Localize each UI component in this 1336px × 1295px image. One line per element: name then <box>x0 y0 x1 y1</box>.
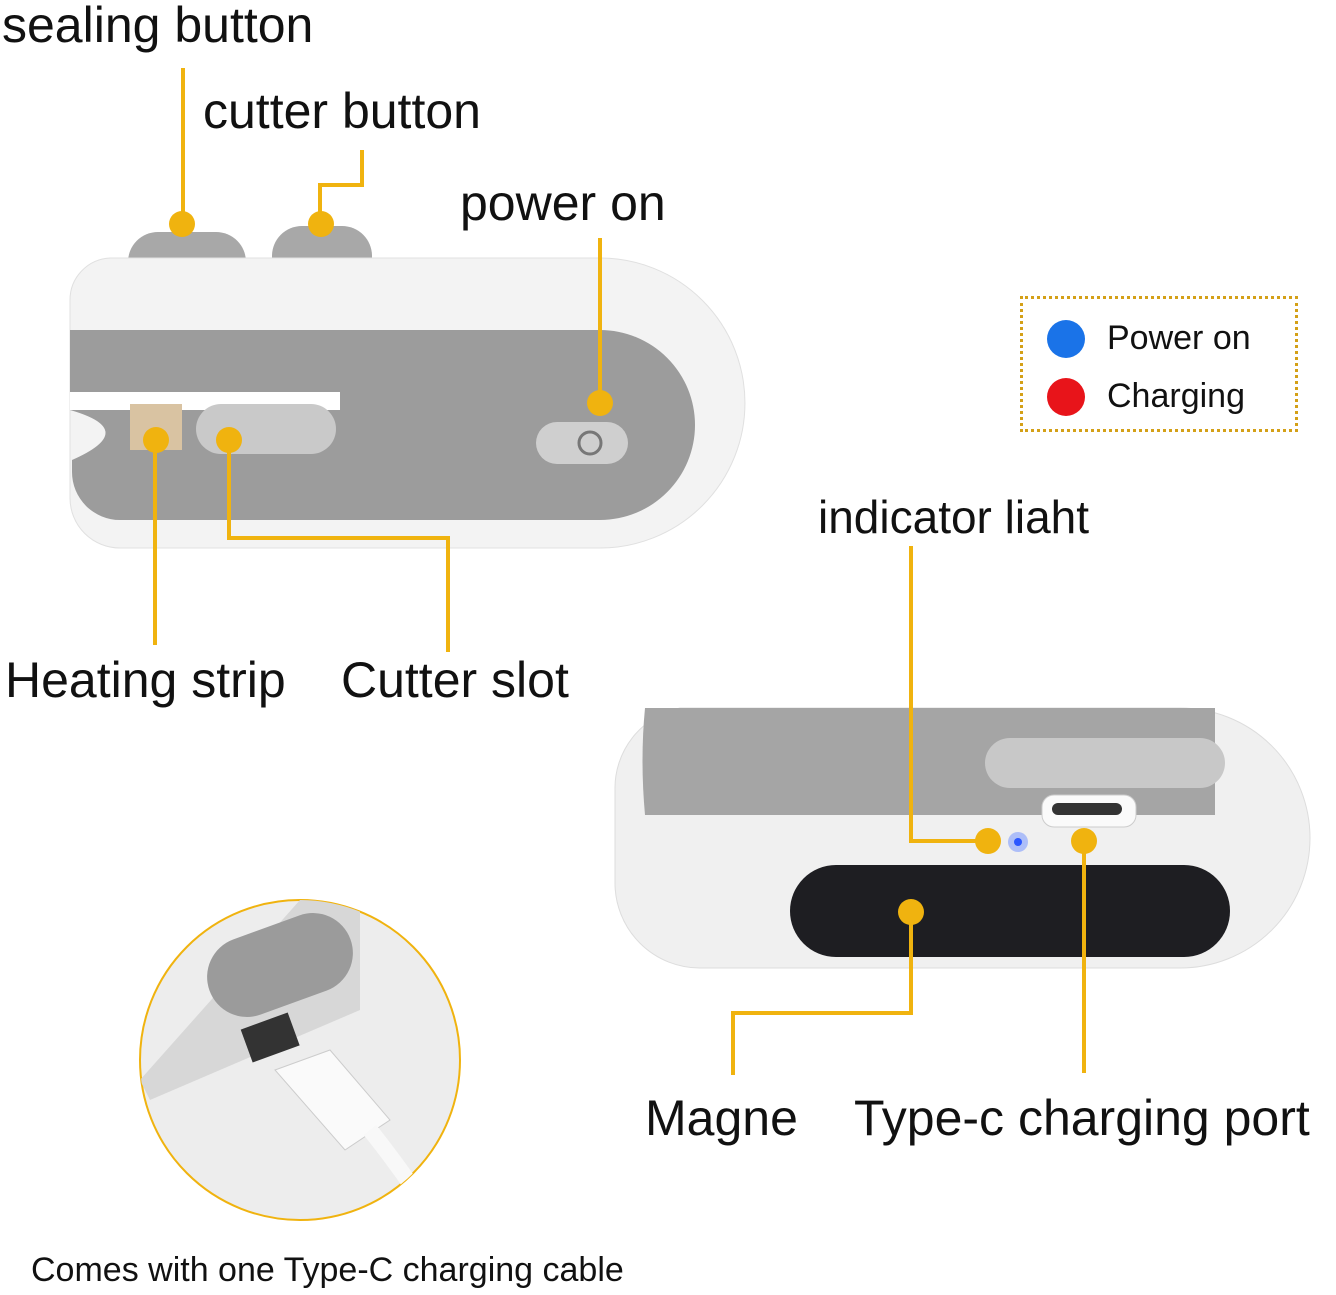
red-dot-icon <box>1047 377 1085 416</box>
blue-dot-icon <box>1047 319 1085 358</box>
leader-dots <box>143 211 1097 925</box>
sealer-side-view <box>69 226 746 549</box>
cable-closeup <box>139 899 461 1221</box>
leader-lines <box>153 68 1086 1075</box>
label-heating-strip: Heating strip <box>5 652 286 708</box>
label-indicator-light: indicator liaht <box>818 491 1090 543</box>
legend-item-power-on: Power on <box>1047 319 1251 358</box>
sealer-bottom-view <box>614 707 1311 969</box>
legend-item-charging: Charging <box>1047 377 1245 416</box>
label-sealing-button: sealing button <box>2 0 314 53</box>
legend-label: Charging <box>1107 377 1245 415</box>
legend-label: Power on <box>1107 319 1251 357</box>
label-cutter-slot: Cutter slot <box>341 652 569 708</box>
label-cutter-button: cutter button <box>203 83 481 139</box>
indicator-legend: Power on Charging <box>1020 296 1298 432</box>
indicator-light <box>1014 838 1022 846</box>
usb-c-port <box>1052 803 1122 815</box>
label-cable-note: Comes with one Type-C charging cable <box>31 1251 624 1289</box>
label-power-on: power on <box>460 175 666 231</box>
label-magnet: Magne <box>645 1090 798 1146</box>
label-type-c-port: Type-c charging port <box>854 1090 1310 1146</box>
power-switch <box>536 422 628 464</box>
power-icon <box>577 430 603 456</box>
magnet-pad <box>790 865 1230 957</box>
